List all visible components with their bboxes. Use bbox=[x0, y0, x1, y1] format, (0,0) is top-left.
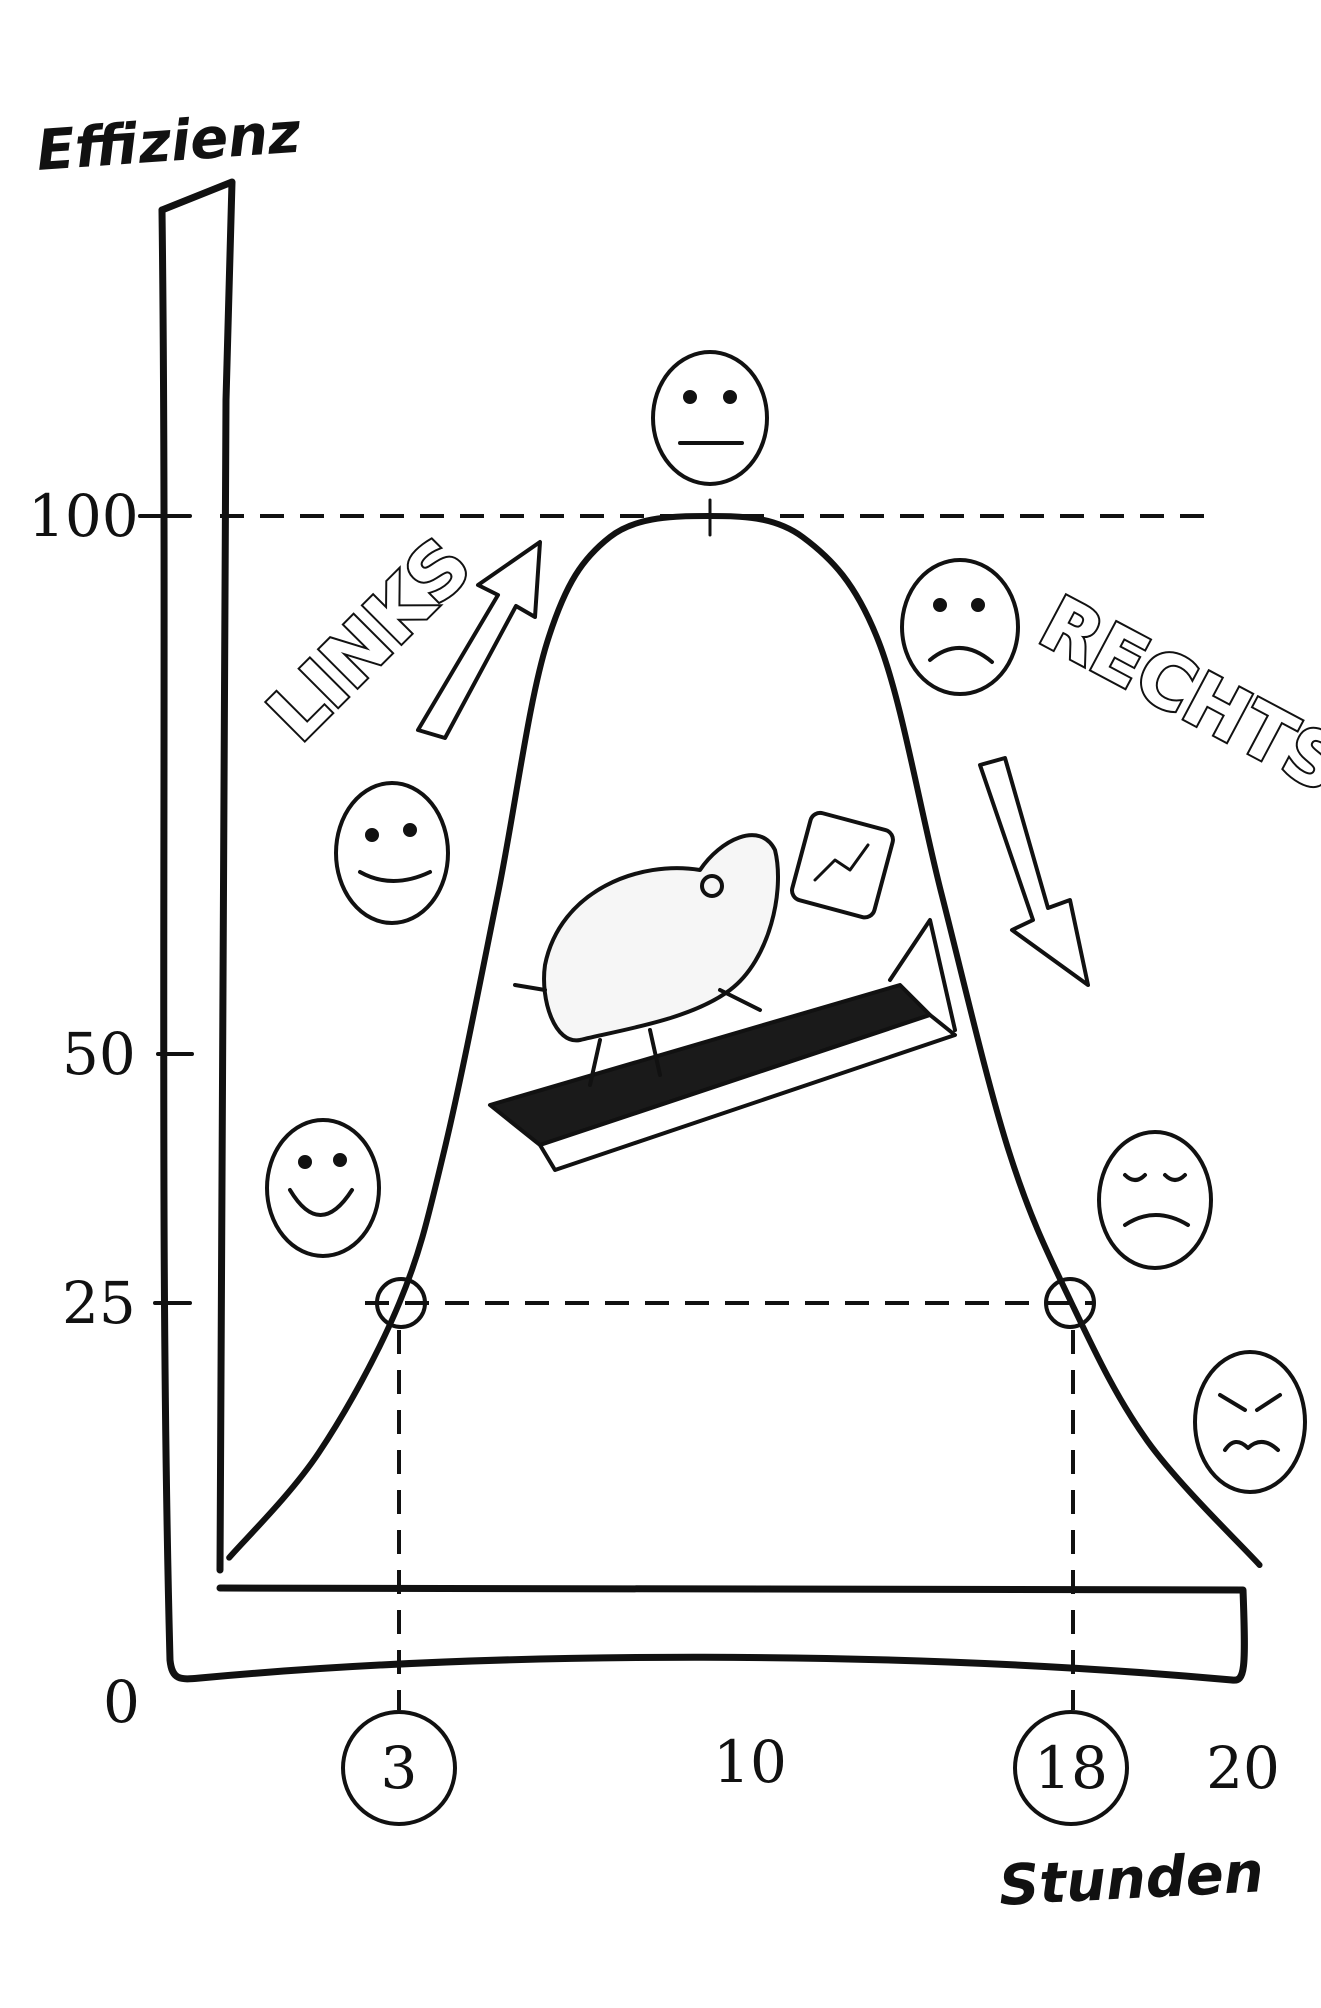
y-ticks bbox=[138, 514, 194, 1305]
y-axis-label: Effizienz bbox=[34, 101, 302, 184]
arrow-up-icon bbox=[416, 540, 542, 740]
x-axis-label: Stunden bbox=[997, 1840, 1265, 1919]
x-tick-0: 0 bbox=[103, 1668, 140, 1736]
hamster-treadmill-illustration bbox=[488, 810, 957, 1172]
sad-face-icon bbox=[900, 558, 1020, 696]
x-tick-3-circle bbox=[341, 1710, 457, 1826]
x-tick-10: 10 bbox=[713, 1728, 787, 1796]
intersection-marker-right bbox=[1044, 1277, 1096, 1329]
angry-face-icon bbox=[1193, 1350, 1307, 1494]
y-axis-frame bbox=[158, 206, 1248, 1684]
neutral-face-icon bbox=[651, 350, 769, 486]
tired-face-icon bbox=[1097, 1130, 1213, 1270]
x-tick-18: 18 bbox=[1034, 1734, 1108, 1802]
intersection-marker-left bbox=[375, 1277, 427, 1329]
y-axis-outer bbox=[158, 178, 236, 1574]
x-tick-20: 20 bbox=[1206, 1734, 1280, 1802]
annotation-rechts: RECHTS bbox=[1027, 580, 1321, 810]
x-tick-3: 3 bbox=[381, 1734, 418, 1802]
big-smile-face-icon bbox=[265, 1118, 381, 1258]
arrow-down-icon bbox=[978, 756, 1090, 987]
x-tick-18-circle bbox=[1013, 1710, 1129, 1826]
y-tick-25: 25 bbox=[62, 1269, 136, 1337]
y-tick-100: 100 bbox=[28, 482, 139, 550]
y-tick-50: 50 bbox=[62, 1020, 136, 1088]
smile-face-icon bbox=[334, 781, 450, 925]
